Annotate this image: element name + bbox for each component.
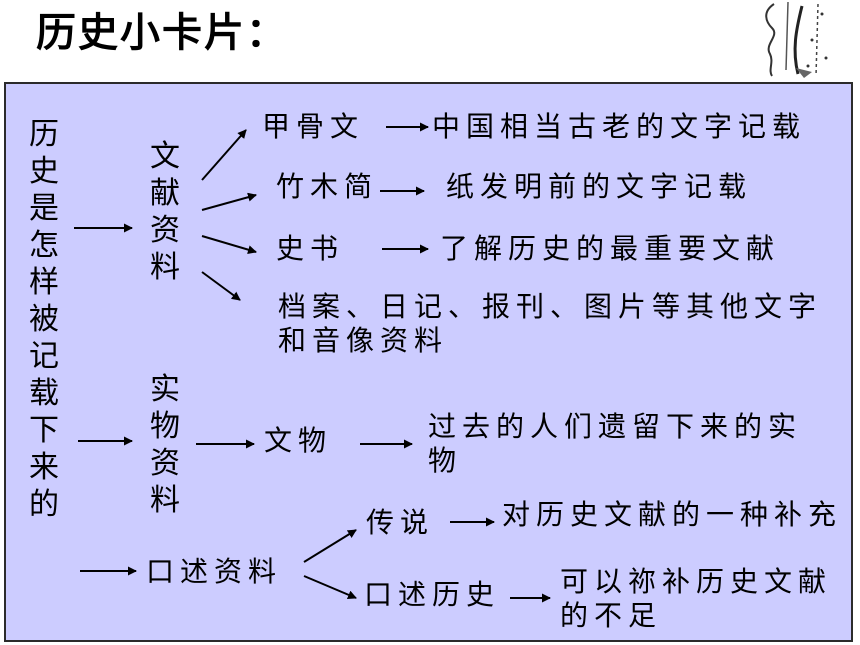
doc-item-desc: 纸发明前的文字记载 bbox=[446, 170, 753, 203]
category-oral: 口述资料 bbox=[146, 555, 283, 588]
object-item-name: 文物 bbox=[264, 424, 333, 457]
diagram-panel bbox=[4, 82, 853, 642]
category-documents: 文献资料 bbox=[150, 139, 180, 285]
oral-item-desc: 对历史文献的一种补充 bbox=[502, 498, 843, 531]
doc-item-desc: 中国相当古老的文字记载 bbox=[432, 110, 807, 143]
oral-item-desc: 可以祢补历史文献的不足 bbox=[560, 565, 833, 632]
doc-item-desc: 了解历史的最重要文献 bbox=[440, 232, 781, 265]
page-title: 历史小卡片： bbox=[36, 10, 288, 56]
doc-item-name: 甲骨文 bbox=[262, 110, 365, 143]
category-objects: 实物资料 bbox=[150, 372, 180, 518]
oral-item-name: 传说 bbox=[366, 506, 435, 539]
root-label: 历史是怎样被记载下来的 bbox=[29, 117, 59, 522]
object-item-desc: 过去的人们遗留下来的实物 bbox=[428, 410, 803, 477]
decorative-sketch-image bbox=[765, 1, 828, 78]
doc-item-name: 史书 bbox=[276, 232, 345, 265]
oral-item-name: 口述历史 bbox=[364, 578, 501, 611]
doc-item-name: 竹木简 bbox=[276, 170, 379, 203]
doc-other-sources: 档案、日记、报刊、图片等其他文字和音像资料 bbox=[278, 290, 823, 357]
